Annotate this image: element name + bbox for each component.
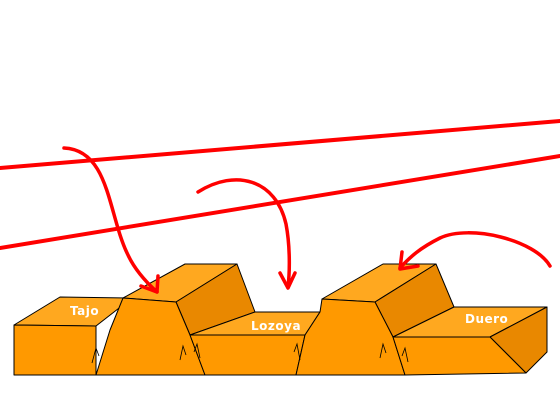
right-horst-block [295, 263, 455, 376]
red-arrow-right-head [398, 250, 420, 271]
red-lines [0, 119, 560, 250]
label-duero: Duero [465, 312, 508, 326]
red-line-lower [0, 154, 560, 250]
fault-movement-marks [91, 342, 409, 364]
label-tajo: Tajo [70, 304, 99, 318]
red-arrow-middle-head [278, 271, 297, 290]
red-arrows [62, 146, 552, 294]
red-arrow-middle [196, 178, 292, 289]
red-arrow-left-head [139, 274, 160, 294]
duero-basin-block [392, 306, 548, 376]
tajo-basin-block [13, 296, 133, 376]
red-line-upper [0, 119, 560, 170]
label-lozoya: Lozoya [251, 319, 301, 333]
red-arrow-right [398, 231, 552, 270]
red-arrow-left [62, 146, 159, 294]
